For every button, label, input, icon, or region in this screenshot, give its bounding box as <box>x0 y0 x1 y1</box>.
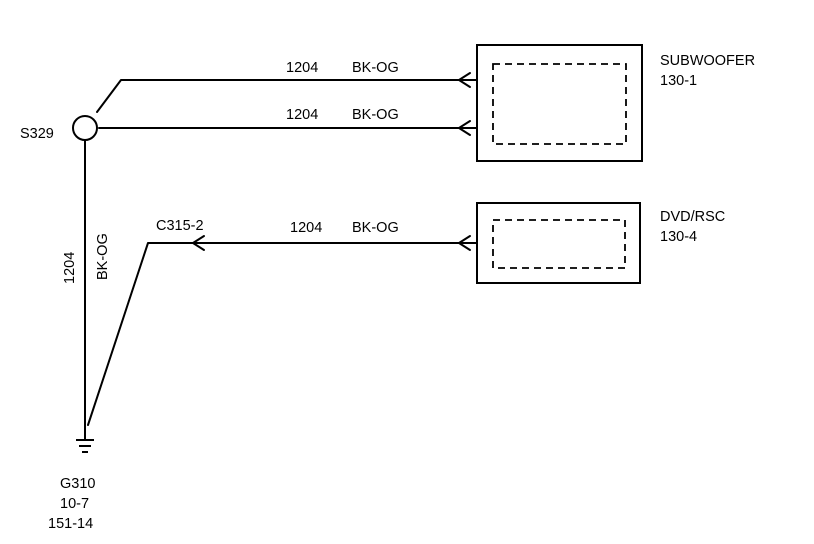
wire-1-circuit-label: 1204 <box>286 60 318 76</box>
wire-3-color-label: BK-OG <box>352 220 399 236</box>
subwoofer-housing <box>476 44 643 162</box>
subwoofer-pin-1-chevron-icon <box>458 72 471 88</box>
subwoofer-name: SUBWOOFER <box>660 53 755 69</box>
dvd-rsc-pin-chevron-icon <box>458 235 471 251</box>
splice-label: S329 <box>20 126 54 142</box>
connector-label: C315-2 <box>156 218 204 234</box>
ground-icon <box>76 439 94 453</box>
wire-dvd-to-ground <box>87 242 471 426</box>
connector-chevron-icon <box>192 235 205 251</box>
subwoofer-reference: 130-1 <box>660 73 697 89</box>
wire-2-color-label: BK-OG <box>352 107 399 123</box>
vertical-wire-circuit-label: 1204 <box>62 252 78 284</box>
wire-2-circuit-label: 1204 <box>286 107 318 123</box>
ground-label: G310 <box>60 476 95 492</box>
dvd-rsc-reference: 130-4 <box>660 229 697 245</box>
ground-reference-1: 10-7 <box>60 496 89 512</box>
subwoofer-component <box>458 44 643 162</box>
dvd-rsc-housing <box>476 202 641 284</box>
wire-3-circuit-label: 1204 <box>290 220 322 236</box>
wire-splice-to-subwoofer-upper <box>96 79 471 113</box>
ground-reference-2: 151-14 <box>48 516 93 532</box>
subwoofer-internal <box>492 63 627 145</box>
dvd-rsc-internal <box>492 219 626 269</box>
dvd-rsc-component <box>458 202 641 284</box>
vertical-wire-color-label: BK-OG <box>95 233 111 280</box>
wire-1-color-label: BK-OG <box>352 60 399 76</box>
subwoofer-pin-2-chevron-icon <box>458 120 471 136</box>
splice-node <box>72 115 98 141</box>
dvd-rsc-name: DVD/RSC <box>660 209 725 225</box>
